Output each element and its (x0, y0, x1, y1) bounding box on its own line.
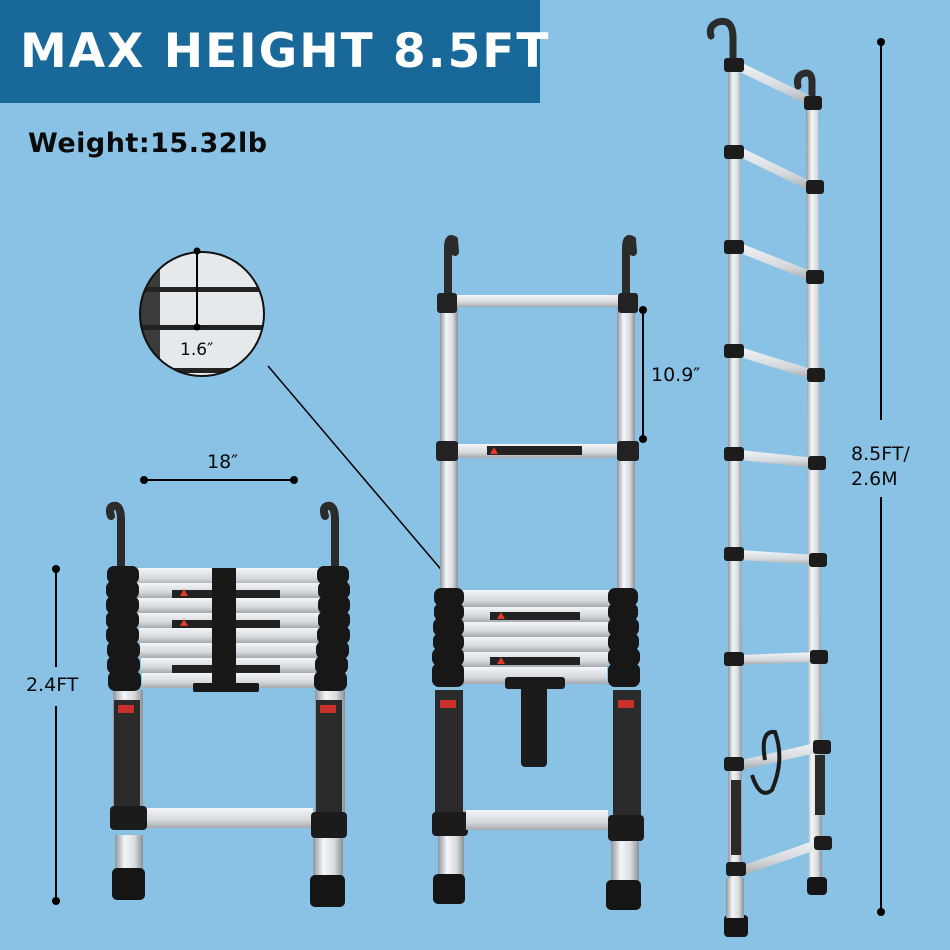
dimension-lines (52, 38, 885, 916)
max-height-label-line1: 8.5FT/ (851, 443, 910, 465)
rung-gap-label: 10.9″ (651, 364, 701, 386)
width-label: 18″ (207, 451, 239, 473)
partially-extended-ladder (432, 235, 644, 910)
fully-extended-ladder (706, 17, 832, 937)
folded-height-label: 2.4FT (26, 674, 79, 696)
banner-title: MAX HEIGHT 8.5FT (20, 24, 551, 79)
magnifier-detail (139, 247, 451, 581)
weight-label: Weight:15.32lb (28, 128, 268, 159)
folded-ladder (105, 501, 350, 907)
max-height-label-line2: 2.6M (851, 468, 898, 490)
title-banner (0, 0, 540, 103)
rung-spacing-label: 1.6″ (180, 340, 214, 360)
